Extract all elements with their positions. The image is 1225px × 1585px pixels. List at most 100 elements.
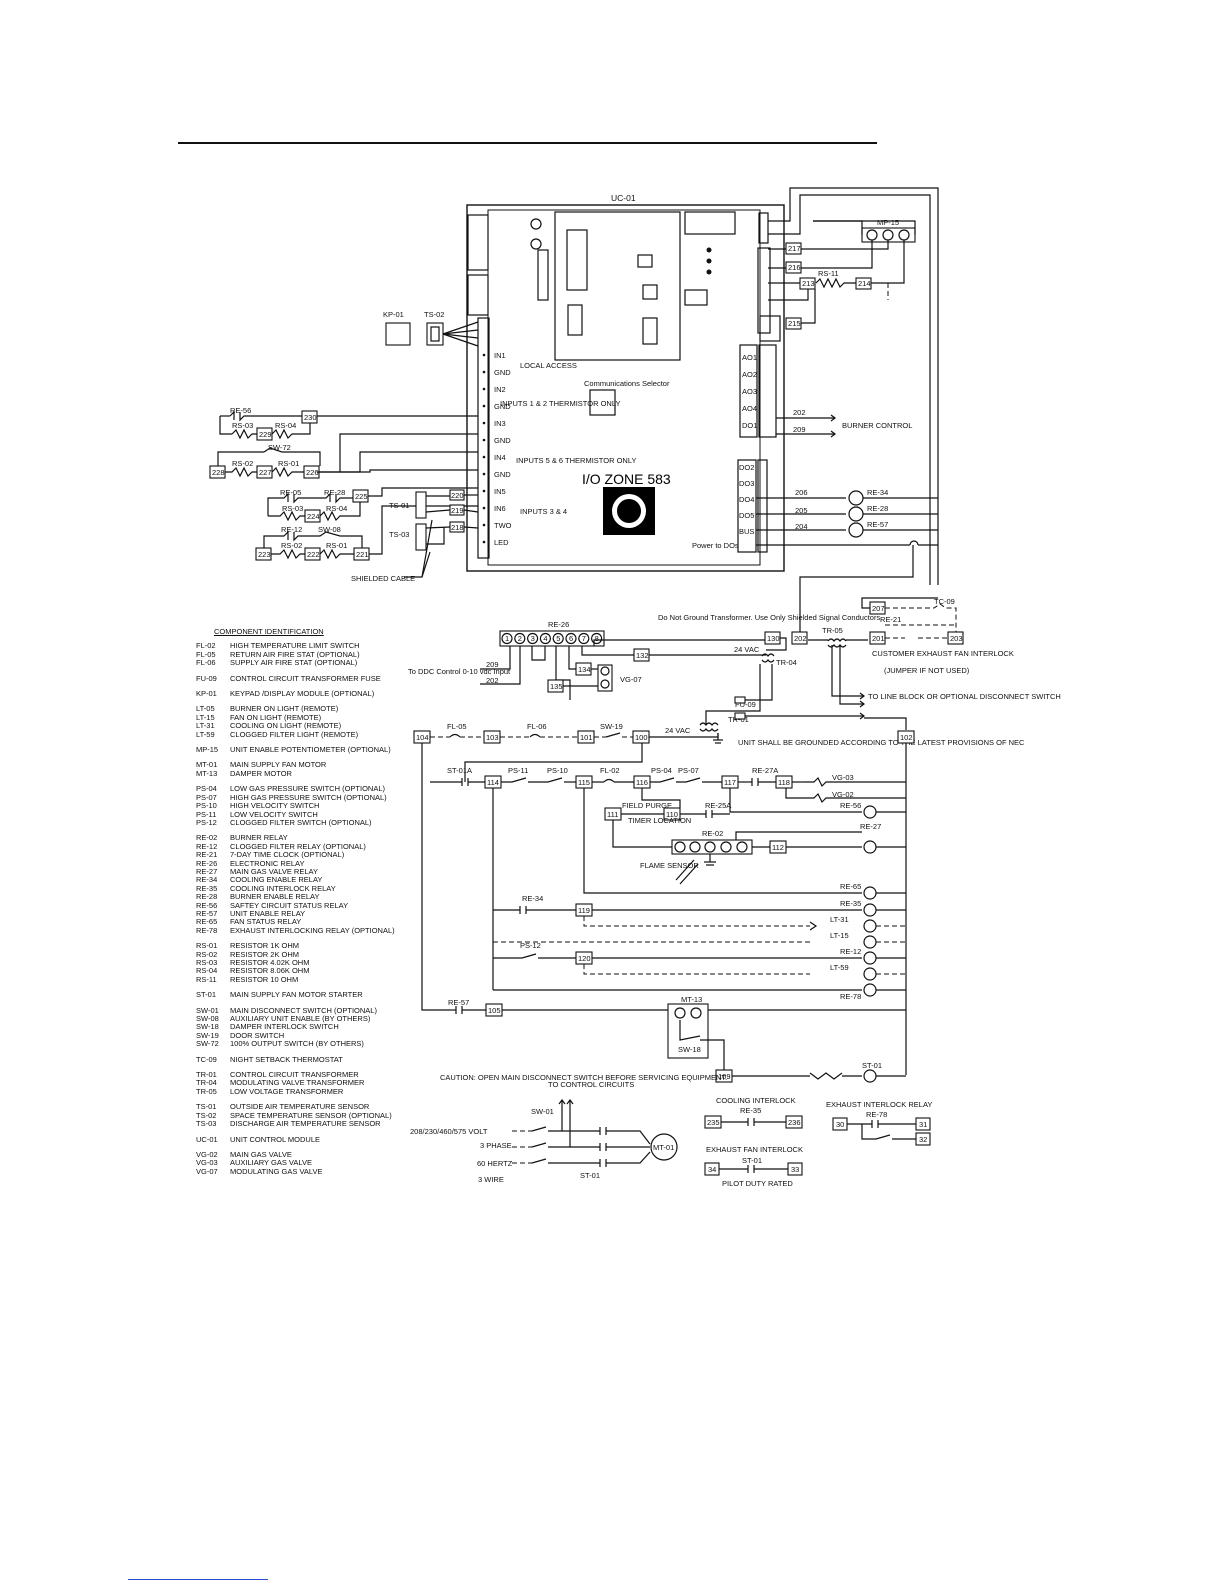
legend-spacer bbox=[196, 827, 416, 834]
legend-description: CLOGGED FILTER RELAY (OPTIONAL) bbox=[230, 841, 366, 851]
legend-description: ELECTRONIC RELAY bbox=[230, 858, 305, 868]
left-terminal-screw bbox=[482, 421, 486, 425]
legend-description: MAIN DISCONNECT SWITCH (OPTIONAL) bbox=[230, 1005, 377, 1015]
svg-text:235: 235 bbox=[707, 1118, 720, 1127]
exhaust-fan-interlock-label: EXHAUST FAN INTERLOCK bbox=[706, 1145, 803, 1154]
legend-code: PS-11 bbox=[196, 809, 217, 819]
legend-description: CLOGGED FILTER LIGHT (REMOTE) bbox=[230, 729, 359, 739]
svg-text:RE-35: RE-35 bbox=[840, 899, 861, 908]
svg-text:134: 134 bbox=[578, 665, 591, 674]
svg-text:RS-04: RS-04 bbox=[326, 504, 347, 513]
legend-description: SUPPLY AIR FIRE STAT (OPTIONAL) bbox=[230, 658, 358, 668]
legend-code: TR-05 bbox=[196, 1086, 217, 1096]
relay-pin-number: 4 bbox=[543, 634, 547, 643]
legend-description: COOLING ON LIGHT (REMOTE) bbox=[230, 721, 342, 731]
to-line-block-label: TO LINE BLOCK OR OPTIONAL DISCONNECT SWI… bbox=[868, 692, 1061, 701]
left-terminal-screw bbox=[482, 523, 486, 527]
legend-code: LT-59 bbox=[196, 729, 215, 739]
svg-text:202: 202 bbox=[794, 634, 807, 643]
svg-text:SW-08: SW-08 bbox=[318, 525, 341, 534]
relay-pin-number: 5 bbox=[556, 634, 560, 643]
left-terminal-screw bbox=[482, 489, 486, 493]
customer-exhaust-interlock: 207 201 203 TC-09 RE-21 CUSTOMER EXHAUST… bbox=[861, 597, 1014, 675]
svg-text:FL-05: FL-05 bbox=[447, 722, 467, 731]
svg-text:24 VAC: 24 VAC bbox=[734, 645, 760, 654]
legend-row: LT-59 CLOGGED FILTER LIGHT (REMOTE) bbox=[196, 729, 416, 739]
relay-pin-number: 1 bbox=[505, 634, 509, 643]
svg-text:RE-02: RE-02 bbox=[702, 829, 723, 838]
left-terminal-label: GND bbox=[494, 368, 511, 377]
left-terminal-screw bbox=[482, 438, 486, 442]
svg-text:RS-01: RS-01 bbox=[278, 459, 299, 468]
svg-text:RS-02: RS-02 bbox=[232, 459, 253, 468]
svg-text:228: 228 bbox=[212, 468, 225, 477]
svg-text:214: 214 bbox=[858, 279, 871, 288]
legend-description: 100% OUTPUT SWITCH (BY OTHERS) bbox=[230, 1039, 364, 1049]
legend-code: RE-27 bbox=[196, 866, 218, 876]
legend-code: SW-19 bbox=[196, 1030, 219, 1040]
svg-text:RE-27: RE-27 bbox=[860, 822, 881, 831]
legend-description: AUXILIARY GAS VALVE bbox=[230, 1158, 312, 1168]
svg-text:MT-01: MT-01 bbox=[653, 1143, 674, 1152]
svg-text:RE-28: RE-28 bbox=[324, 488, 345, 497]
interlock-section: COOLING INTERLOCK RE-35 235 236 EXHAUST … bbox=[704, 1096, 932, 1188]
legend-code: RE-65 bbox=[196, 917, 218, 927]
second-resistor-network: RE-05 RE-28 RS-03 RS-04 RE-12 SW-08 RS-0… bbox=[255, 487, 478, 561]
shielded-cable-label: SHIELDED CABLE bbox=[351, 574, 415, 583]
svg-text:110: 110 bbox=[666, 810, 678, 819]
unit-control-module: UC-01 LOCAL ACCESS Communications Select… bbox=[466, 193, 785, 572]
inputs-34-label: INPUTS 3 & 4 bbox=[520, 507, 567, 516]
relay-pin-number: 3 bbox=[531, 634, 535, 643]
svg-text:TS-03: TS-03 bbox=[389, 530, 409, 539]
legend-code: RE-02 bbox=[196, 833, 218, 843]
legend-description: CLOGGED FILTER SWITCH (OPTIONAL) bbox=[230, 817, 372, 827]
svg-text:207: 207 bbox=[872, 604, 885, 613]
keypad-group: KP-01 TS-02 bbox=[383, 310, 479, 347]
svg-text:VG-03: VG-03 bbox=[832, 773, 854, 782]
legend-row: PS-11 LOW VELOCITY SWITCH bbox=[196, 809, 416, 819]
svg-text:LT-59: LT-59 bbox=[830, 963, 849, 972]
inputs-12-label: INPUTS 1 & 2 THERMISTOR ONLY bbox=[500, 399, 620, 408]
legend-code: RS-03 bbox=[196, 958, 218, 967]
left-terminal-label: IN1 bbox=[494, 351, 506, 360]
svg-text:226: 226 bbox=[306, 468, 319, 477]
legend-description: MAIN GAS VALVE RELAY bbox=[230, 866, 318, 876]
legend-description: MODULATING VALVE TRANSFORMER bbox=[230, 1078, 365, 1088]
relay-pin bbox=[526, 632, 539, 645]
legend-description: LOW VELOCITY SWITCH bbox=[230, 809, 318, 819]
svg-text:209: 209 bbox=[793, 425, 806, 434]
right-terminal-label: DO5 bbox=[739, 511, 754, 520]
svg-text:219: 219 bbox=[451, 506, 464, 515]
svg-text:236: 236 bbox=[788, 1118, 801, 1127]
svg-text:RE-12: RE-12 bbox=[840, 947, 861, 956]
legend-code: MP-15 bbox=[196, 745, 219, 755]
svg-text:RS-03: RS-03 bbox=[232, 421, 253, 430]
left-terminal-screw bbox=[482, 387, 486, 391]
svg-text:215: 215 bbox=[788, 319, 801, 328]
legend-code: RS-04 bbox=[196, 966, 218, 976]
svg-text:114: 114 bbox=[487, 778, 499, 787]
pilot-duty-label: PILOT DUTY RATED bbox=[722, 1179, 793, 1188]
flame-sensor-label: FLAME SENSOR bbox=[640, 861, 699, 870]
power-to-dos-label: Power to DOs bbox=[692, 541, 739, 550]
legend-description: BURNER RELAY bbox=[230, 833, 288, 843]
relay-pin bbox=[501, 632, 513, 645]
svg-text:TR-05: TR-05 bbox=[822, 626, 843, 635]
legend-spacer bbox=[196, 935, 416, 942]
legend-code: RE-12 bbox=[196, 841, 218, 851]
ddc-control-label: To DDC Control 0-10 vdc Input bbox=[408, 667, 511, 676]
relay-pin-number: 7 bbox=[582, 634, 586, 643]
